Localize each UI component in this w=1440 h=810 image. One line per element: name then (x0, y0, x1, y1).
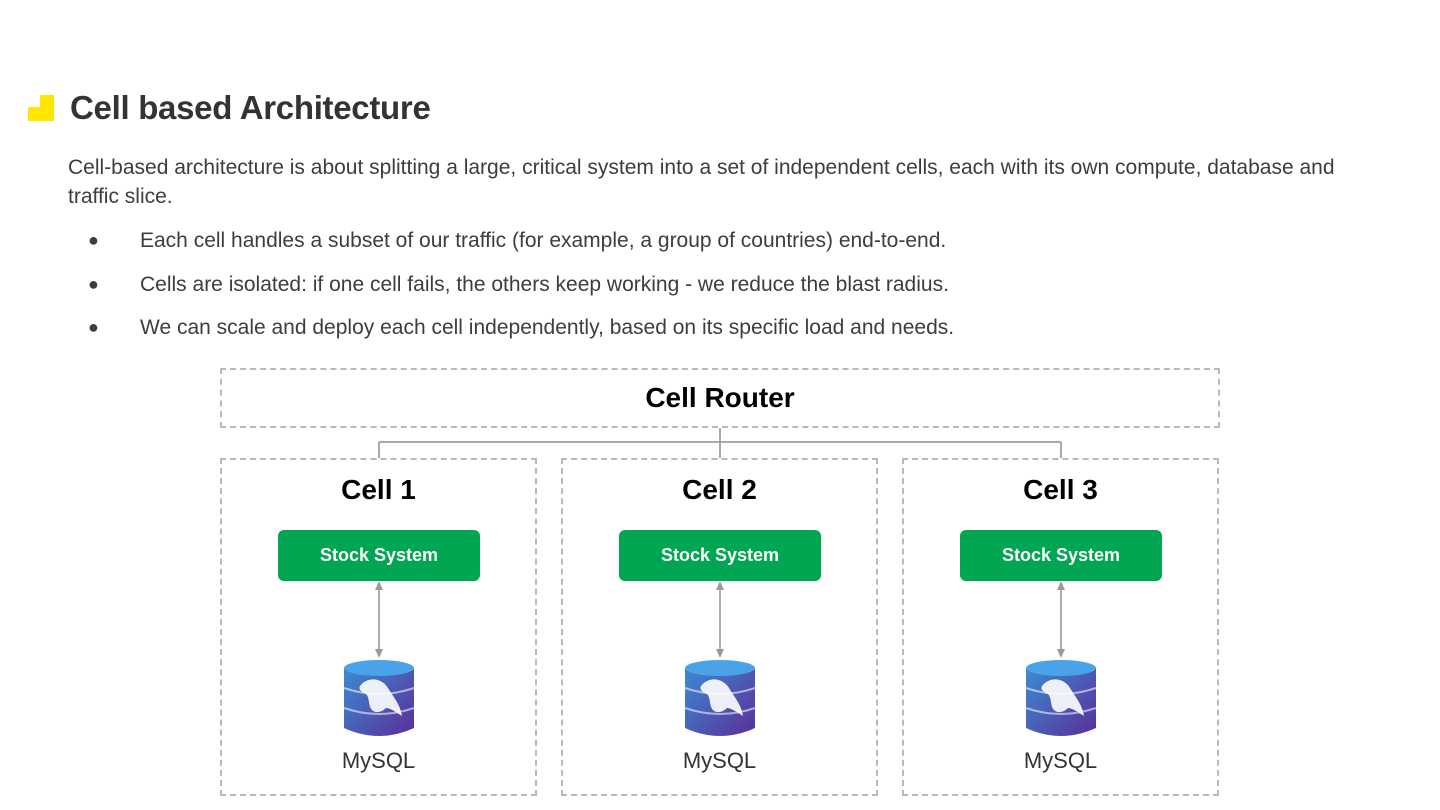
stock-system-service: Stock System (619, 530, 821, 581)
stock-system-service: Stock System (960, 530, 1162, 581)
database-label: MySQL (341, 748, 416, 773)
bullet-text: We can scale and deploy each cell indepe… (140, 316, 955, 339)
bullet-dot-icon: ● (88, 317, 99, 337)
mysql-database-icon (684, 660, 756, 736)
database-label: MySQL (1023, 748, 1098, 773)
cell-box: Cell 1 Stock System MySQL (220, 458, 537, 796)
bullet-dot-icon: ● (88, 273, 99, 294)
database-label: MySQL (682, 748, 757, 773)
cell-title: Cell 1 (341, 474, 416, 505)
mysql-database-icon (1025, 660, 1097, 736)
bullet-text: Each cell handles a subset of our traffi… (140, 229, 947, 252)
bullet-text: Cells are isolated: if one cell fails, t… (140, 272, 949, 296)
cell-box: Cell 2 Stock System MySQL (561, 458, 878, 796)
cell-router-label: Cell Router (645, 382, 795, 413)
bidirectional-arrow-icon (1057, 581, 1065, 658)
yellow-corner-icon (28, 95, 54, 121)
cell-box: Cell 3 Stock System MySQL (902, 458, 1219, 796)
bidirectional-arrow-icon (375, 581, 383, 658)
slide-title: Cell based Architecture (70, 89, 431, 126)
cell-title: Cell 2 (682, 474, 757, 505)
stock-system-service: Stock System (278, 530, 480, 581)
bullet-dot-icon: ● (88, 230, 99, 250)
slide-title-row: Cell based Architecture (28, 86, 431, 130)
cell-title: Cell 3 (1023, 474, 1098, 505)
intro-paragraph: Cell-based architecture is about splitti… (68, 156, 1335, 208)
bidirectional-arrow-icon (716, 581, 724, 658)
mysql-database-icon (343, 660, 415, 736)
cell-router-box: Cell Router (220, 368, 1220, 428)
